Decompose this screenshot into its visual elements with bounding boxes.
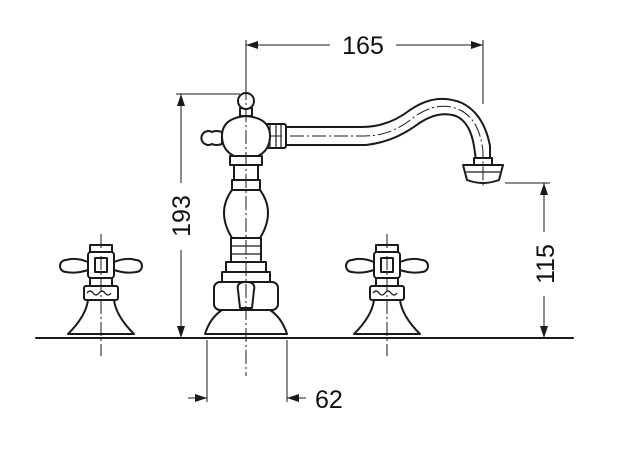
label-spout-reach: 165 [342,32,384,60]
left-cross-handle [59,234,143,356]
dimension-spout-height: 115 [505,182,560,338]
spout [246,97,504,188]
label-total-height: 193 [168,195,196,237]
dimension-base-width: 62 [188,340,343,414]
right-cross-handle [345,234,429,356]
faucet-body [200,86,288,376]
label-base-width: 62 [315,386,343,414]
label-spout-height: 115 [532,244,560,284]
dimension-total-height: 193 [168,93,240,338]
dimension-spout-reach: 165 [245,32,484,104]
